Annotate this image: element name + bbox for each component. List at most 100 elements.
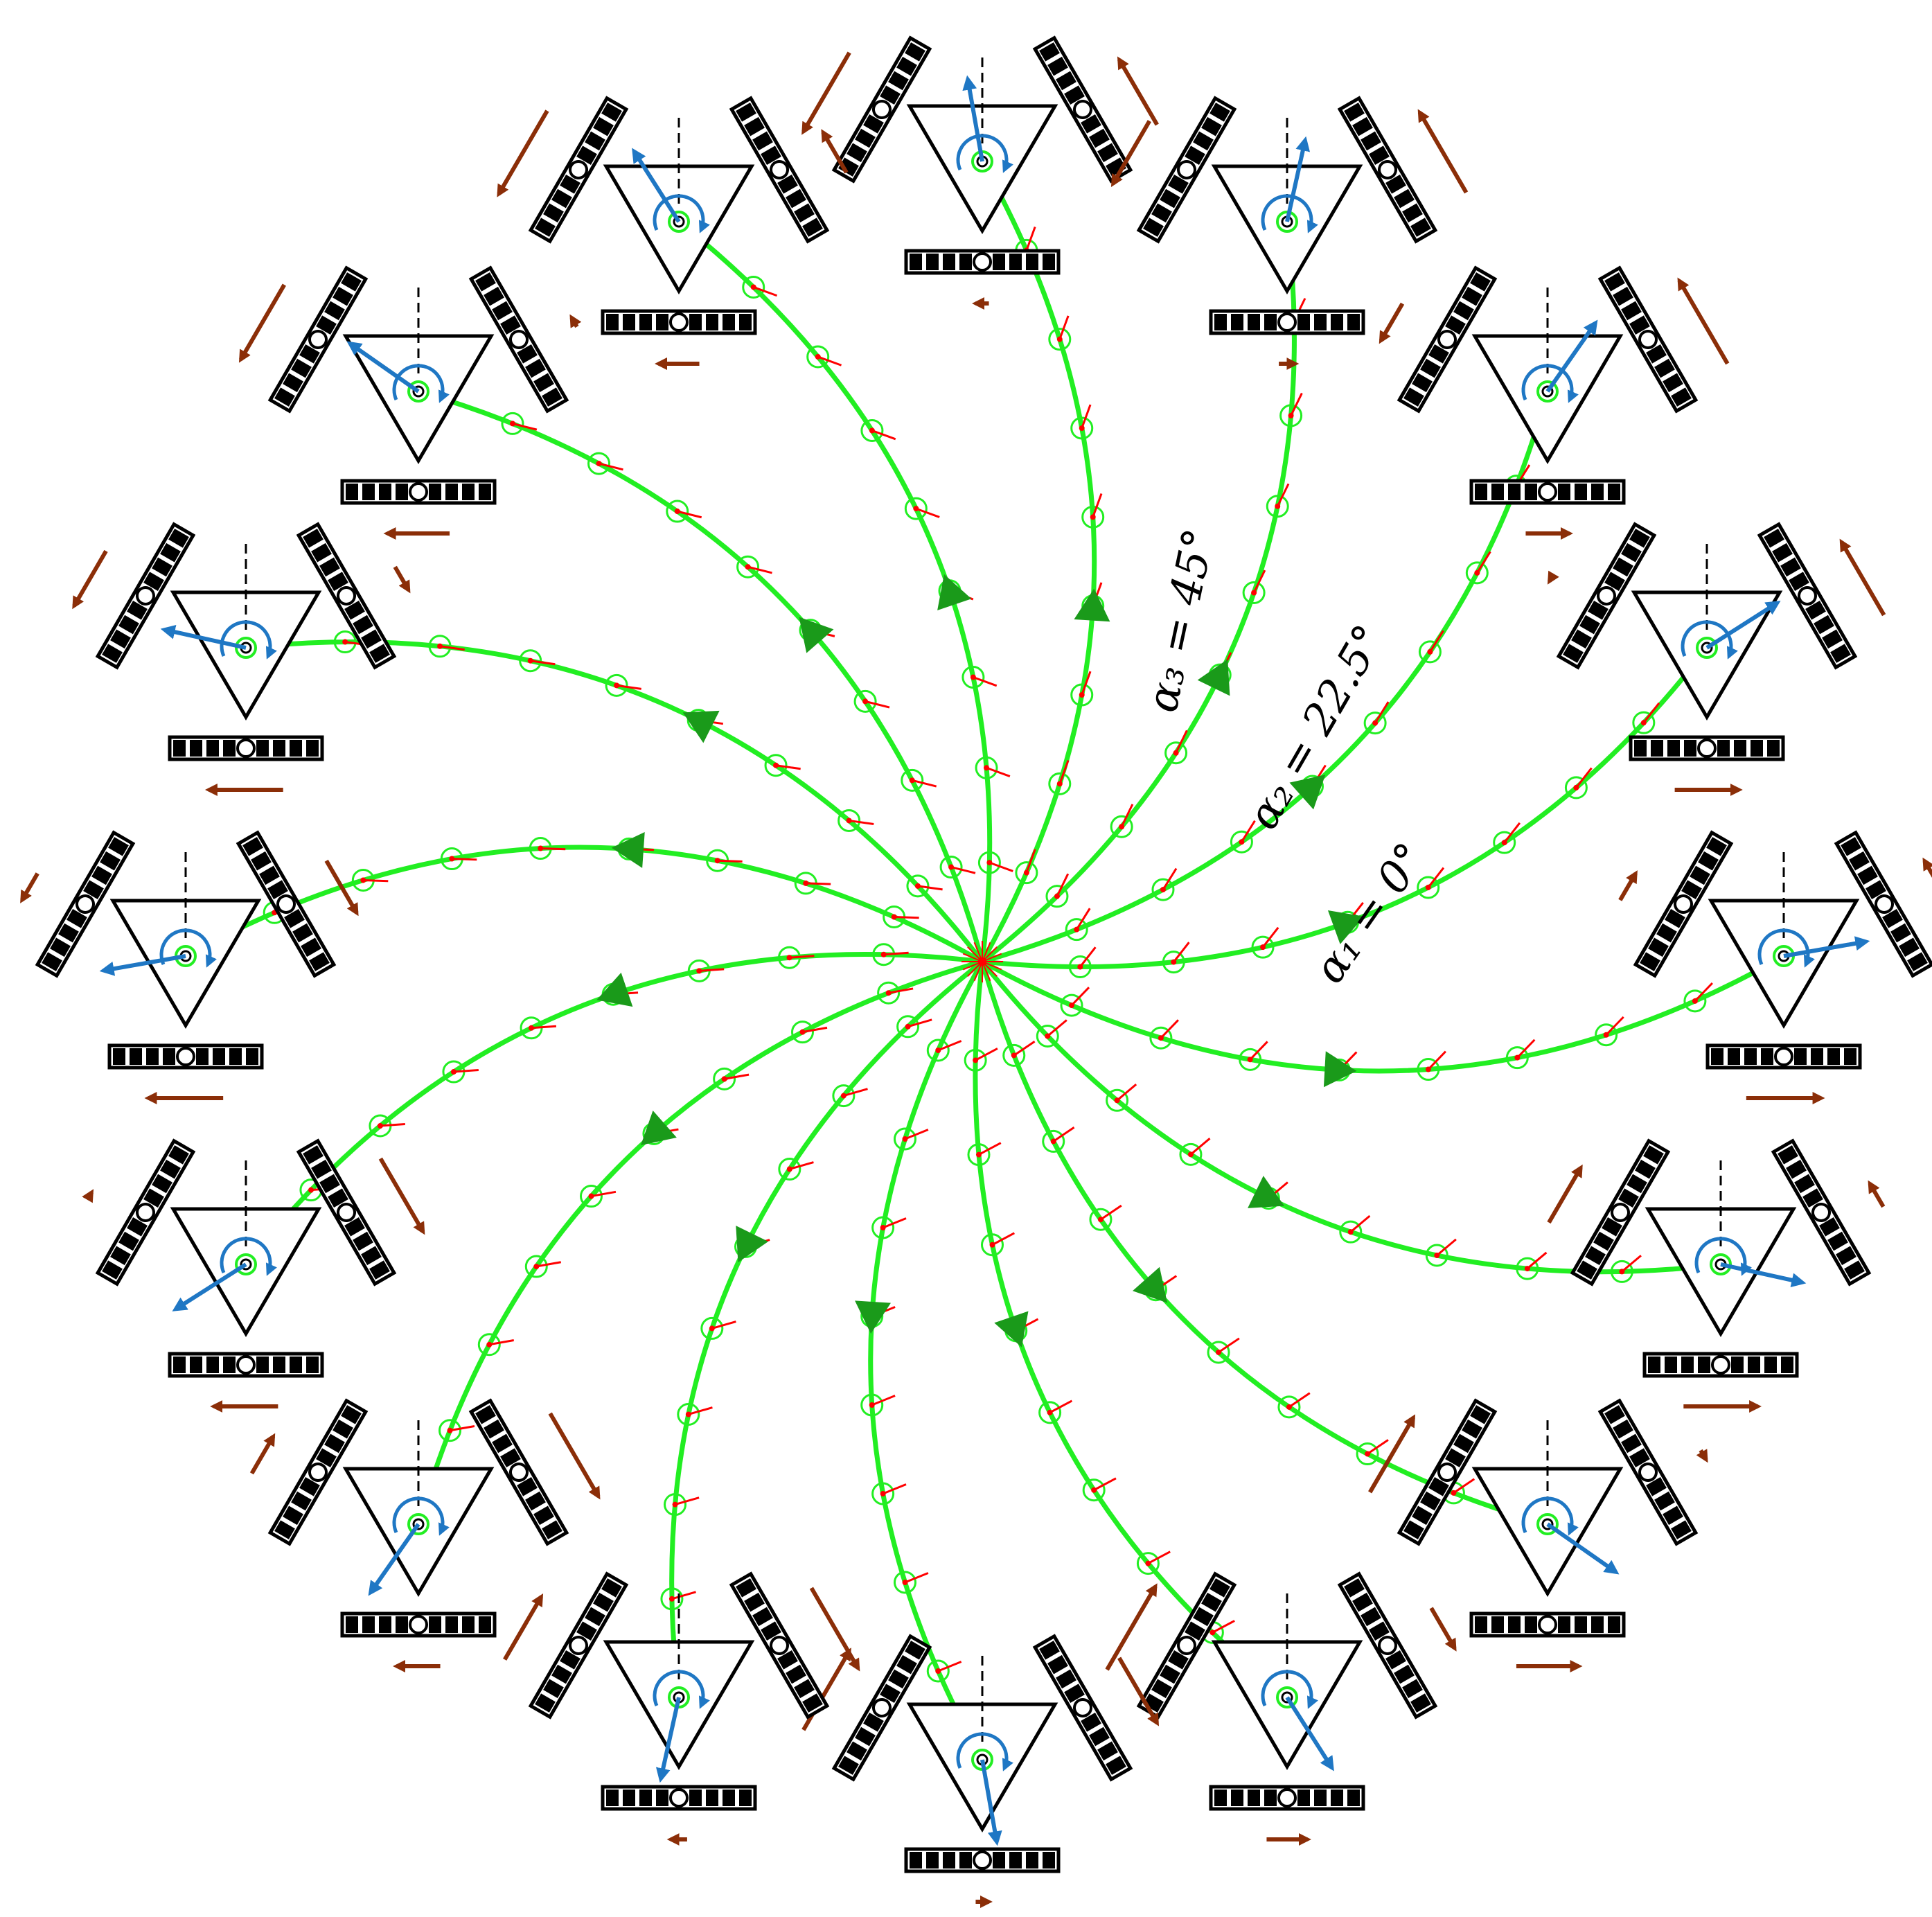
wheel-roller <box>346 484 358 500</box>
wheel-roller <box>706 1790 718 1806</box>
wheel-roller <box>1634 740 1647 757</box>
orientation-tick <box>950 866 976 874</box>
wheel-roller <box>517 344 538 364</box>
wheel-roller <box>535 218 556 237</box>
trajectory-curve <box>982 391 1550 964</box>
bottom-omni-wheel <box>904 1847 1061 1873</box>
wheel-hub <box>770 1636 789 1655</box>
wheel-roller <box>1635 1159 1656 1179</box>
wheel-roller <box>1402 1679 1423 1699</box>
bottom-omni-wheel <box>107 1043 264 1070</box>
pose-circle <box>926 1659 950 1683</box>
center-ring <box>407 1513 429 1535</box>
rotation-arc <box>1261 194 1318 233</box>
wheel-roller <box>143 1188 164 1208</box>
rotation-arc <box>1694 1237 1752 1276</box>
orientation-tick <box>530 660 556 666</box>
wheel-roller <box>517 1476 538 1496</box>
wheel-roller <box>1344 103 1365 122</box>
wheel-hub <box>1277 312 1297 332</box>
wheel-speed-arrow <box>1379 302 1405 344</box>
trajectory-curve <box>868 960 985 1761</box>
wheel-hub <box>308 1463 328 1482</box>
wheel-roller <box>1882 908 1903 928</box>
wheel-hub <box>1811 1203 1831 1222</box>
wheel-roller <box>462 1616 475 1633</box>
wheel-roller <box>1857 865 1878 885</box>
pose-circle <box>605 673 628 697</box>
rotation-arc <box>1681 620 1738 660</box>
wheel-roller <box>160 542 181 563</box>
orientation-tick <box>789 1161 814 1170</box>
wheel-hub <box>1611 1203 1630 1222</box>
direction-arrowhead <box>596 972 633 1007</box>
velocity-arrow <box>980 1759 1002 1846</box>
wheel-roller <box>309 952 330 971</box>
orientation-tick <box>883 1217 907 1229</box>
wheel-roller <box>299 344 320 364</box>
wheel-roller <box>1412 373 1433 393</box>
wheel-roller <box>1663 1505 1683 1526</box>
wheel-speed-arrow <box>1368 1414 1416 1494</box>
wheel-roller <box>301 937 321 957</box>
rotation-arc <box>220 1237 277 1276</box>
wheel-roller <box>543 203 564 223</box>
wheel-roller <box>1089 1726 1110 1747</box>
right-omni-wheel <box>1771 1138 1872 1287</box>
wheel-roller <box>1827 1048 1840 1065</box>
orientation-tick <box>1070 987 1090 1007</box>
pose-circle <box>806 345 830 369</box>
velocity-arrow <box>99 954 186 976</box>
wheel-roller <box>1717 740 1730 757</box>
orientation-tick <box>1058 315 1070 340</box>
wheel-roller <box>67 908 87 928</box>
wheel-roller <box>1591 484 1604 500</box>
wheel-roller <box>1646 344 1667 364</box>
orientation-tick <box>452 858 477 861</box>
wheel-roller <box>290 740 302 757</box>
wheel-roller <box>1604 572 1625 592</box>
pose-circle <box>1417 876 1440 899</box>
wheel-roller <box>492 301 513 321</box>
velocity-arrow <box>1705 601 1781 650</box>
wheel-speed-arrow <box>1677 277 1730 365</box>
pose-circle <box>926 1039 950 1062</box>
wheel-roller <box>1453 1433 1474 1454</box>
wheel-roller <box>1805 600 1826 620</box>
trajectory-curve <box>980 221 1297 964</box>
wheel-roller <box>1907 952 1928 971</box>
wheel-hub <box>872 1698 892 1717</box>
center-ring <box>1536 380 1559 403</box>
wheel-roller <box>1890 923 1911 943</box>
wheel-roller <box>1613 557 1633 577</box>
pose-circle <box>871 1482 895 1505</box>
wheel-roller <box>223 1357 236 1373</box>
wheel-roller <box>1751 740 1763 757</box>
wheel-speed-arrow <box>1110 120 1151 187</box>
wheel-roller <box>299 1476 320 1496</box>
robot-11 <box>249 1398 601 1672</box>
orientation-tick <box>1160 1019 1179 1039</box>
wheel-roller <box>1026 254 1038 270</box>
pose-circle <box>1065 918 1088 942</box>
wheel-roller <box>1047 1654 1068 1675</box>
wheel-roller <box>1748 1357 1760 1373</box>
orientation-tick <box>531 1025 557 1030</box>
orientation-tick <box>912 779 937 788</box>
right-omni-wheel <box>468 265 569 414</box>
orientation-tick <box>894 916 919 919</box>
trajectory-13 <box>184 831 984 964</box>
wheel-roller <box>1331 314 1343 330</box>
bottom-omni-wheel <box>168 1352 324 1378</box>
robot-9 <box>801 1634 1160 1908</box>
wheel-roller <box>601 1578 622 1598</box>
orientation-tick <box>1116 1083 1137 1102</box>
wheel-roller <box>341 1405 362 1424</box>
wheel-roller <box>1811 1048 1823 1065</box>
orientation-tick <box>1503 822 1521 844</box>
orientation-tick <box>1081 404 1092 429</box>
wheel-roller <box>1344 1578 1365 1598</box>
trajectory-3 <box>982 391 1550 964</box>
wheel-roller <box>1558 484 1570 500</box>
direction-arrowhead <box>682 710 720 743</box>
